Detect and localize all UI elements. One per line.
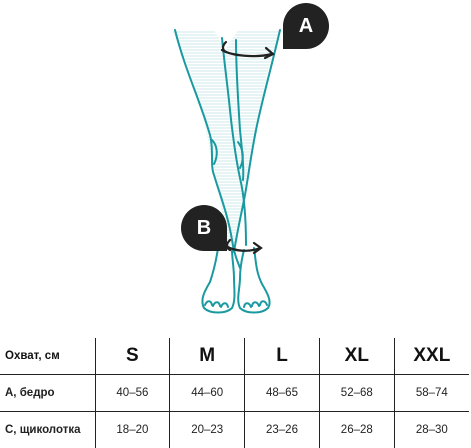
size-header-label: Охват, см	[0, 338, 95, 375]
size-xxl: XXL	[394, 338, 469, 375]
row-label-thigh: А, бедро	[0, 375, 95, 412]
row-label-ankle: С, щиколотка	[0, 412, 95, 448]
size-header-row: Охват, см S M L XL XXL	[0, 338, 469, 375]
table-cell: 52–68	[319, 375, 394, 412]
size-s: S	[95, 338, 170, 375]
marker-a-badge: A	[283, 3, 329, 49]
stockings-drawing	[0, 0, 471, 325]
table-row: А, бедро 40–56 44–60 48–65 52–68 58–74	[0, 375, 469, 412]
table-row: С, щиколотка 18–20 20–23 23–26 26–28 28–…	[0, 412, 469, 448]
table-cell: 28–30	[394, 412, 469, 448]
legs-illustration: A B	[0, 0, 471, 325]
table-cell: 23–26	[245, 412, 320, 448]
table-cell: 48–65	[245, 375, 320, 412]
leg-outline	[175, 30, 280, 313]
size-l: L	[245, 338, 320, 375]
size-xl: XL	[319, 338, 394, 375]
table-cell: 58–74	[394, 375, 469, 412]
size-table: Охват, см S M L XL XXL А, бедро 40–56 44…	[0, 338, 469, 448]
size-m: M	[170, 338, 245, 375]
marker-b-badge: B	[181, 205, 227, 251]
table-cell: 20–23	[170, 412, 245, 448]
table-cell: 18–20	[95, 412, 170, 448]
table-cell: 44–60	[170, 375, 245, 412]
table-cell: 26–28	[319, 412, 394, 448]
table-cell: 40–56	[95, 375, 170, 412]
